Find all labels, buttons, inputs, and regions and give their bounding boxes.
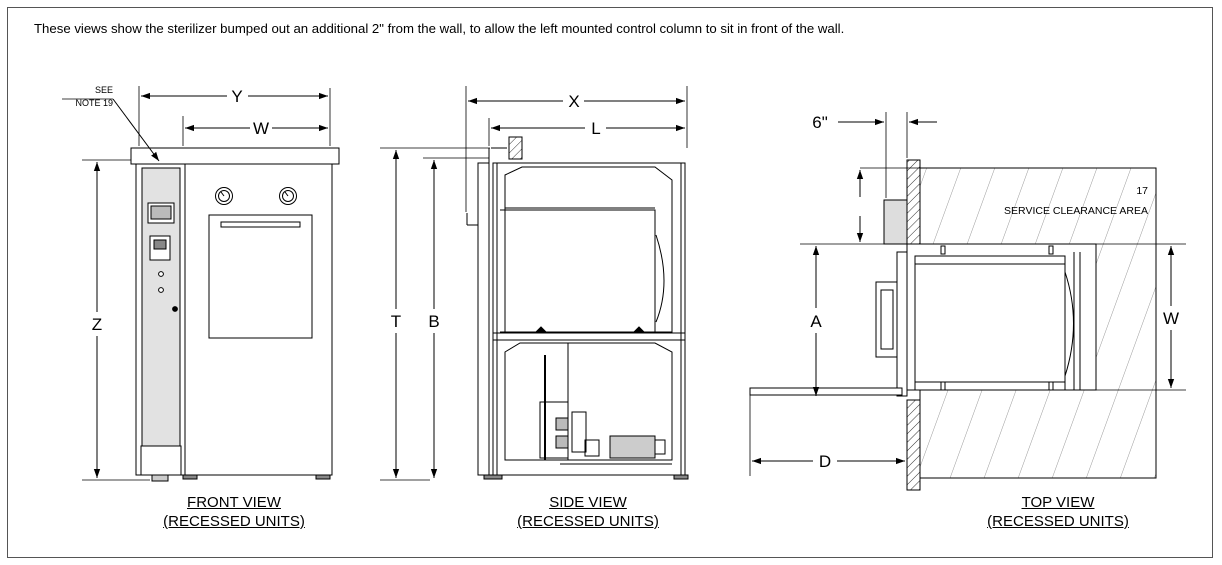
- front-body: [135, 163, 333, 476]
- note-17: 17: [1136, 185, 1148, 197]
- side-view-label: SIDE VIEW (RECESSED UNITS): [490, 493, 686, 531]
- dim-b-label: B: [428, 312, 439, 331]
- dim-six-inch-label: 6": [812, 113, 828, 132]
- dim-w-top-label: W: [1163, 309, 1179, 328]
- gauge-right: [279, 187, 297, 205]
- front-view-subtitle: (RECESSED UNITS): [163, 513, 305, 530]
- dim-w-front-label: W: [253, 119, 269, 138]
- top-door-handle: [875, 281, 898, 358]
- top-view: [749, 112, 1186, 491]
- side-view: [380, 86, 689, 481]
- top-control-column: [883, 199, 908, 245]
- top-view-title: TOP VIEW: [1021, 494, 1095, 511]
- top-view-subtitle: (RECESSED UNITS): [987, 513, 1129, 530]
- dim-l-label: L: [591, 119, 600, 138]
- top-view-label: TOP VIEW (RECESSED UNITS): [960, 493, 1156, 531]
- side-view-title: SIDE VIEW: [549, 494, 627, 511]
- dim-x-label: X: [568, 92, 579, 111]
- dim-a-label: A: [810, 312, 822, 331]
- chamber-door: [208, 214, 313, 339]
- front-top-cap: [130, 147, 340, 165]
- front-view-label: FRONT VIEW (RECESSED UNITS): [136, 493, 332, 531]
- wall-lower: [906, 399, 921, 491]
- front-view: [62, 86, 340, 482]
- side-front-panel: [477, 162, 490, 476]
- note-19: NOTE 19: [75, 98, 113, 108]
- dim-t-label: T: [391, 312, 401, 331]
- front-view-title: FRONT VIEW: [187, 494, 281, 511]
- drawing-frame: [7, 7, 1213, 558]
- side-frame: [492, 162, 686, 476]
- top-platform: [749, 387, 903, 396]
- service-area-label: SERVICE CLEARANCE AREA: [1004, 205, 1148, 217]
- side-view-subtitle: (RECESSED UNITS): [517, 513, 659, 530]
- dim-z-label: Z: [92, 315, 102, 334]
- wall-upper: [906, 159, 921, 245]
- note-see: SEE: [95, 85, 113, 95]
- dim-d-label: D: [819, 452, 831, 471]
- gauge-left: [215, 187, 233, 205]
- caption-text: These views show the sterilizer bumped o…: [34, 21, 845, 36]
- dim-y-label: Y: [231, 87, 242, 106]
- side-motor: [609, 435, 656, 459]
